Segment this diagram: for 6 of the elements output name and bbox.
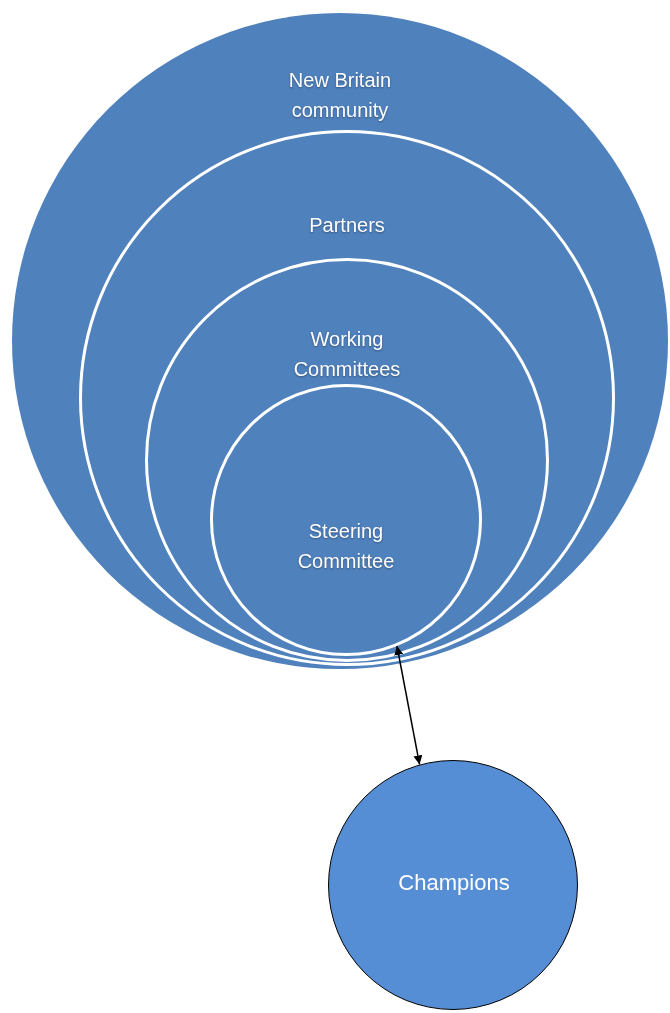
node-label: New Britain community: [287, 68, 393, 123]
node-label: Working Committees: [292, 327, 402, 382]
node-label: Partners: [308, 213, 386, 238]
node-label: Champions: [397, 869, 511, 897]
double-arrow: [394, 645, 423, 766]
node-label: Steering Committee: [296, 519, 396, 574]
